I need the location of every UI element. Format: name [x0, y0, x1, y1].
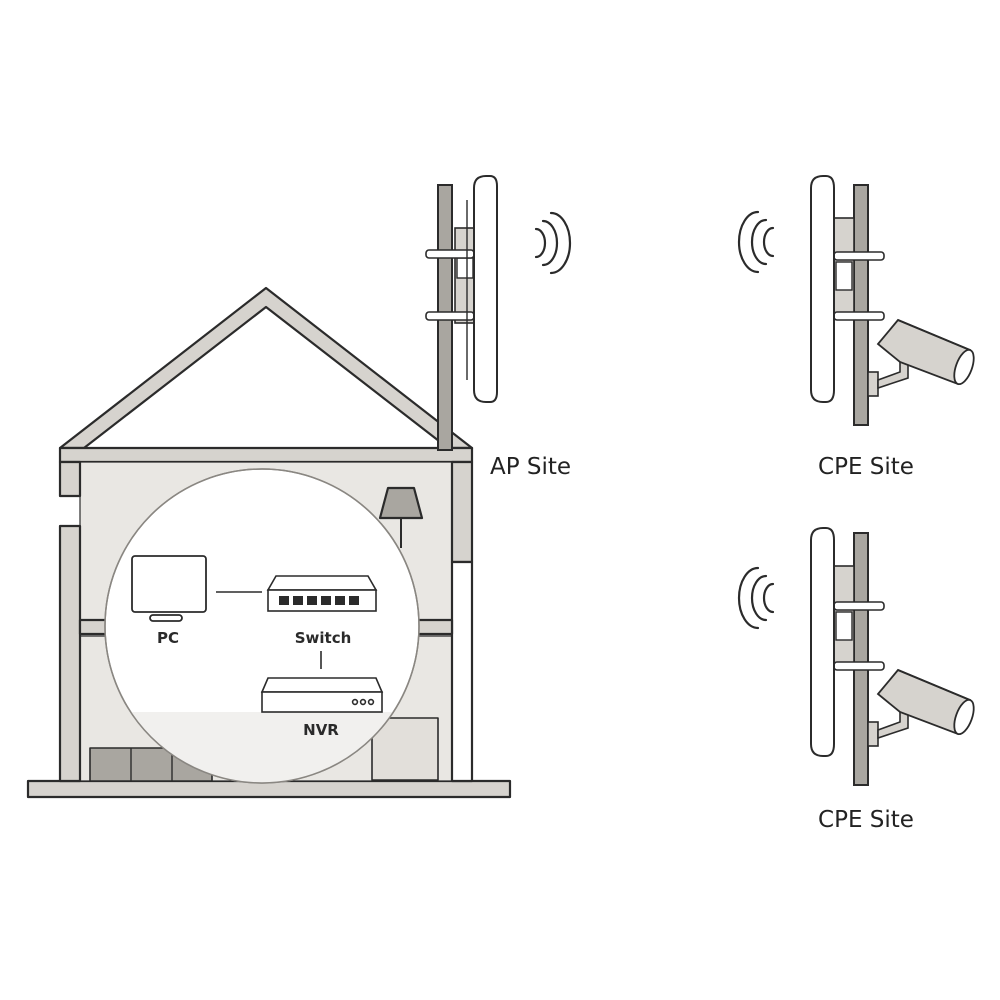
cpe-site-top [810, 175, 975, 426]
left-wall-upper [58, 460, 82, 498]
cpe-top-antenna-icon [810, 175, 835, 403]
cpe-bottom-antenna-icon [810, 527, 835, 757]
nvr-label: NVR [303, 721, 339, 739]
cpe-top-signal-icon [737, 210, 775, 274]
cpe-site-bottom [810, 527, 975, 786]
ap-antenna-icon [473, 175, 498, 403]
right-wall-upper [450, 460, 474, 564]
ap-site-label: AP Site [490, 454, 571, 480]
pc-label: PC [157, 629, 179, 647]
sofa [371, 717, 439, 781]
attic-beam [58, 446, 474, 464]
cpe-bottom-camera-icon [876, 668, 975, 736]
floor-lamp-shade [378, 486, 424, 520]
cpe-top-camera-icon [876, 318, 975, 386]
ap-site [425, 175, 498, 451]
nvr-icon [260, 677, 384, 713]
switch-label: Switch [295, 629, 352, 647]
cpe-bottom-signal-icon [737, 566, 775, 630]
left-wall-lower [58, 524, 82, 783]
cpe-site-bottom-label: CPE Site [818, 807, 914, 833]
pc-monitor-icon [131, 555, 207, 622]
cpe-top-pole [853, 184, 869, 426]
cpe-site-top-label: CPE Site [818, 454, 914, 480]
roof [58, 286, 474, 450]
switch-icon [266, 575, 378, 612]
cpe-bottom-pole [853, 532, 869, 786]
ap-signal-icon [534, 211, 572, 275]
right-wall-lower [450, 560, 474, 783]
